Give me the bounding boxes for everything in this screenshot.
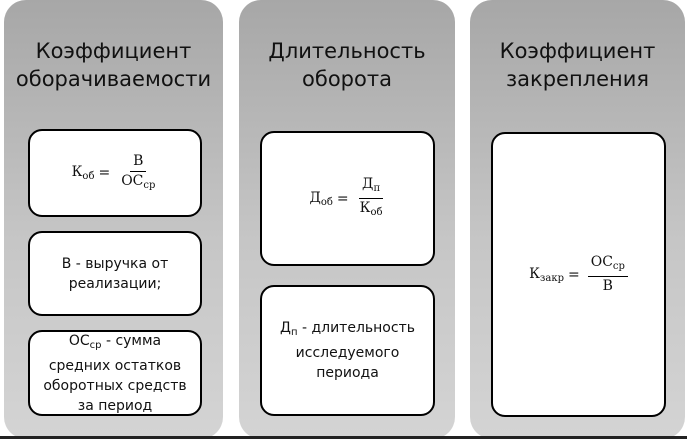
formula-box: Кзакр = ОСср В xyxy=(491,132,666,417)
column-title: Длительность оборота xyxy=(268,39,426,91)
bottom-divider xyxy=(0,436,687,439)
definition-box-period-duration: Дп - длительность исследуемого периода xyxy=(260,285,435,416)
column-turnover-ratio: Коэффициент оборачиваемости Коб = В ОСср… xyxy=(4,0,223,439)
column-fixing-ratio: Коэффициент закрепления Кзакр = ОСср В xyxy=(470,0,685,439)
column-turnover-duration: Длительность оборота Доб = Дп Коб Дп - д… xyxy=(239,0,455,439)
turnover-ratio-formula: Коб = В ОСср xyxy=(71,152,156,191)
formula-box: Доб = Дп Коб xyxy=(260,131,435,266)
column-title: Коэффициент оборачиваемости xyxy=(15,39,212,91)
definition-box-working-capital: ОСср - сумма средних остатков оборотных … xyxy=(28,330,202,416)
fixing-ratio-formula: Кзакр = ОСср В xyxy=(529,254,628,295)
definition-box-revenue: В - выручка от реализации; xyxy=(28,231,202,316)
column-title: Коэффициент закрепления xyxy=(499,39,656,91)
turnover-duration-formula: Доб = Дп Коб xyxy=(309,176,384,218)
formula-box: Коб = В ОСср xyxy=(28,129,202,217)
